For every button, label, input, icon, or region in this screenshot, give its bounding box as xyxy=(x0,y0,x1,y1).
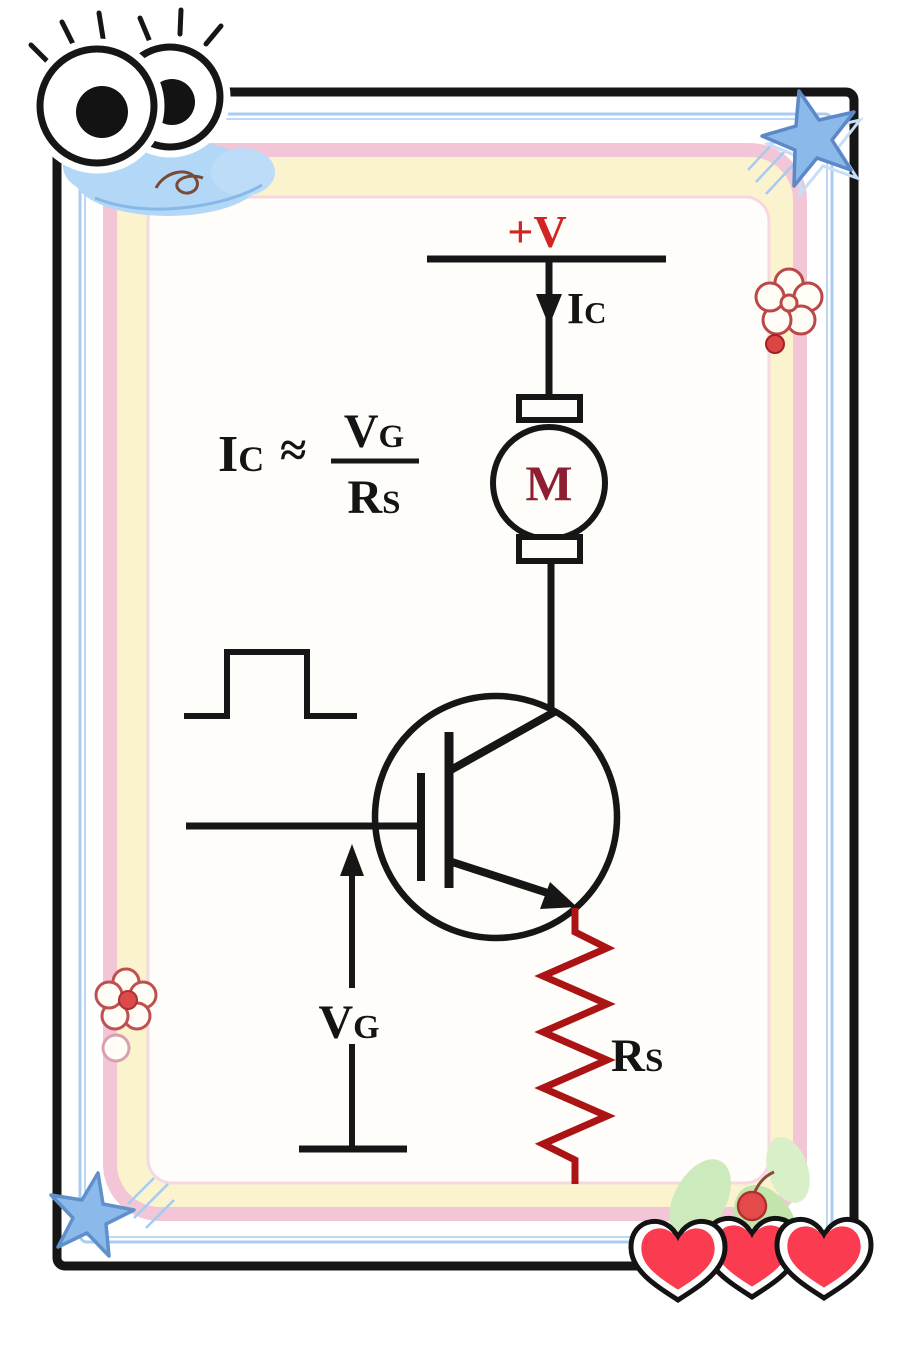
motor-brush-top xyxy=(516,394,583,423)
blue-sketch-frame-outer xyxy=(78,112,834,1244)
resistor-label: RS xyxy=(611,1030,663,1082)
flower-center xyxy=(779,293,799,313)
heart-left xyxy=(631,1221,725,1300)
heart-right xyxy=(777,1219,871,1298)
emitter-stroke xyxy=(447,857,562,901)
flower-doodle-right xyxy=(754,267,824,354)
transistor-envelope xyxy=(371,692,621,942)
current-arrowhead xyxy=(536,294,562,326)
star-sticker-top-right xyxy=(760,89,864,199)
corner-hatch-top-right xyxy=(747,141,795,195)
vg-arrowhead xyxy=(340,844,364,876)
star-icon xyxy=(760,89,856,188)
hearts-sticker xyxy=(631,1218,871,1300)
flower-petals xyxy=(754,267,824,336)
collector-stroke xyxy=(447,707,558,775)
googly-eyes-sticker xyxy=(28,7,231,174)
berry-dot xyxy=(765,334,785,354)
frame xyxy=(52,87,859,1271)
eyelash xyxy=(59,19,77,49)
pulse-waveform xyxy=(184,649,357,719)
emitter-arrowhead xyxy=(540,882,577,909)
cloud-sketch-line xyxy=(94,183,263,211)
cherry xyxy=(736,1190,768,1222)
formula-numerator: VG xyxy=(344,405,404,458)
eye-halo-left xyxy=(29,38,165,174)
eyelash xyxy=(177,7,184,37)
motor-label: M xyxy=(525,455,572,511)
leaf xyxy=(766,1137,810,1203)
supply-label: +V xyxy=(507,206,566,257)
collector-current-label: IC xyxy=(567,284,607,333)
eye-pupil-left xyxy=(76,86,128,138)
corner-hatch-bottom-left xyxy=(127,1177,175,1229)
star-icon xyxy=(49,1171,136,1258)
formula-lhs: IC xyxy=(218,426,264,483)
gate-voltage-label: VG xyxy=(318,996,379,1049)
formula-relation: ≈ xyxy=(280,424,306,477)
circuit-labels: +V IC M IC ≈ VG RS VG RS xyxy=(218,206,663,1082)
star-sticker-bottom-left xyxy=(49,1171,136,1258)
resistor-zigzag xyxy=(534,908,616,1184)
eyelash xyxy=(96,10,106,41)
cloud-blob xyxy=(211,148,275,196)
eyelashes xyxy=(28,7,224,67)
eyelash xyxy=(28,42,53,67)
petal xyxy=(754,281,786,313)
eyelash xyxy=(137,15,153,45)
content-panel xyxy=(146,195,771,1185)
transistor-symbol xyxy=(186,692,621,942)
formula-denominator: RS xyxy=(347,471,400,524)
vg-label-backing xyxy=(312,988,390,1044)
circuit xyxy=(184,255,666,1184)
petal xyxy=(94,980,124,1010)
motor-brush-bottom xyxy=(516,534,583,564)
motor-symbol xyxy=(490,394,608,564)
flower-doodle-left xyxy=(94,967,158,1063)
flower-petals xyxy=(94,967,158,1031)
flower-center xyxy=(118,990,138,1010)
blue-sketch-frame-inner xyxy=(84,118,828,1238)
blossom-blob xyxy=(101,1033,131,1063)
brown-scribble xyxy=(154,170,204,195)
eyelash xyxy=(203,23,224,47)
